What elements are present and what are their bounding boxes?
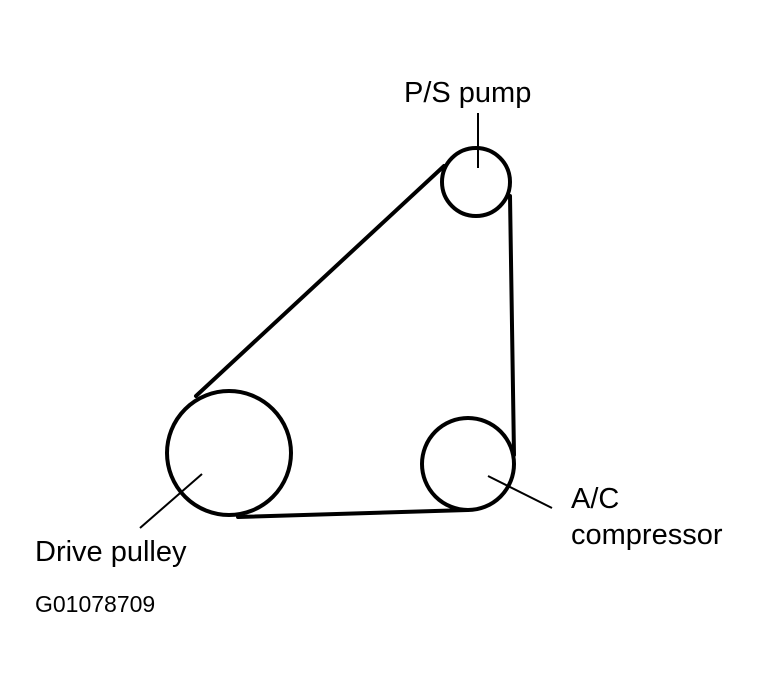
ps-pump-pulley — [440, 146, 512, 218]
ac-compressor-leader — [487, 475, 553, 509]
belt-segment-ps-to-ac — [508, 194, 516, 457]
ac-compressor-label-line1: A/C — [571, 483, 619, 515]
drive-belt — [194, 164, 516, 519]
belt-segment-ac-to-drive — [236, 508, 470, 519]
ac-compressor-label-line2: compressor — [571, 519, 723, 551]
belt-segment-drive-to-ps — [194, 164, 446, 398]
ps-pump-label: P/S pump — [404, 77, 531, 109]
drive-pulley-leader — [139, 473, 203, 529]
figure-code: G01078709 — [35, 591, 155, 617]
drive-pulley — [165, 389, 293, 517]
ac-compressor-pulley — [420, 416, 516, 512]
drive-pulley-label: Drive pulley — [35, 536, 187, 568]
